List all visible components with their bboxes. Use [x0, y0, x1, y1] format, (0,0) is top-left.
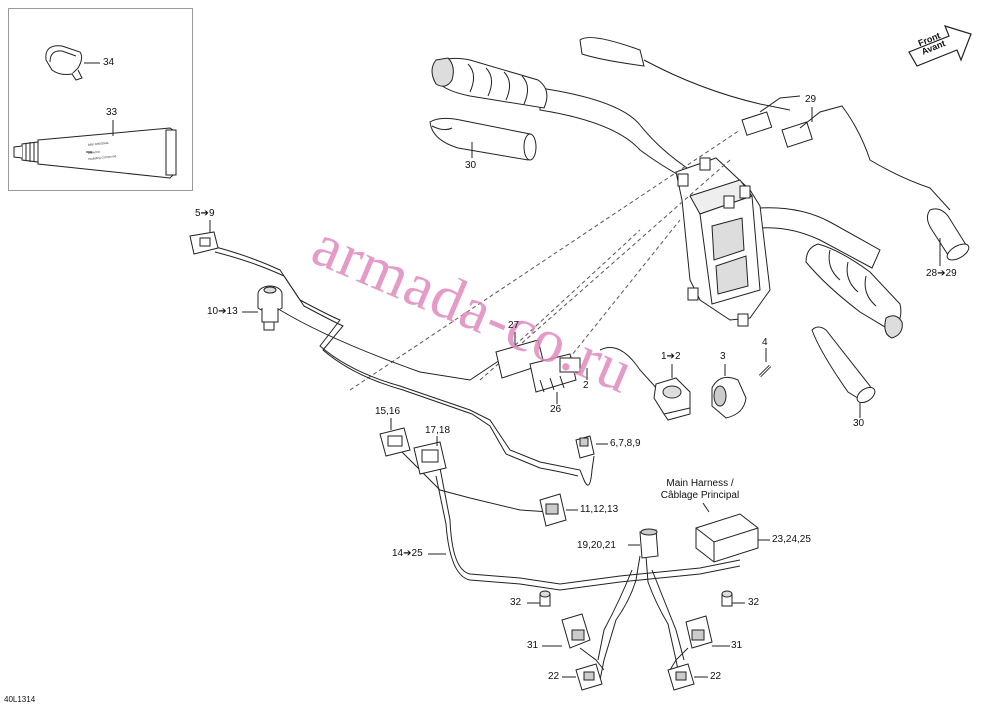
front-direction-arrow-icon — [908, 25, 972, 67]
part-26-27-connector-block[interactable] — [495, 339, 581, 393]
part-23-25-main-harness-module[interactable] — [695, 513, 759, 563]
main-harness-line1: Main Harness / — [666, 478, 734, 489]
part-34-strap[interactable] — [45, 45, 83, 81]
handlebar[interactable] — [431, 57, 903, 339]
callout-31-right[interactable]: 31 — [731, 640, 743, 651]
part-6-9-connector[interactable] — [575, 435, 595, 459]
part-15-16-connector[interactable] — [379, 427, 411, 457]
main-harness-line2: Câblage Principal — [660, 490, 740, 501]
part-30-grip-heater-right[interactable] — [811, 326, 878, 406]
part-28-29-grip-heater-right[interactable] — [926, 208, 971, 263]
callout-27[interactable]: 27 — [508, 320, 520, 331]
callout-15-16[interactable]: 15,16 — [375, 406, 401, 417]
main-harness-label: Main Harness / Câblage Principal — [640, 478, 760, 502]
callout-4[interactable]: 4 — [762, 337, 768, 348]
callout-19-21[interactable]: 19,20,21 — [577, 540, 616, 551]
part-4-pin[interactable] — [758, 364, 772, 378]
part-32-bulb-right[interactable] — [721, 590, 733, 607]
callout-5-9[interactable]: 5➔9 — [195, 208, 215, 219]
callout-28-29[interactable]: 28➔29 — [926, 268, 957, 279]
callout-29[interactable]: 29 — [805, 94, 817, 105]
part-29-connectors[interactable] — [741, 95, 951, 211]
callout-32-right[interactable]: 32 — [748, 597, 760, 608]
part-11-13-connector[interactable] — [539, 493, 567, 527]
callout-3[interactable]: 3 — [720, 351, 726, 362]
tube-text-line2: Insulating Compound — [88, 154, 117, 161]
callout-6-9[interactable]: 6,7,8,9 — [610, 438, 641, 449]
callout-22-left[interactable]: 22 — [548, 671, 560, 682]
figure-id: 40L1314 — [4, 695, 36, 704]
callout-26[interactable]: 26 — [550, 404, 562, 415]
part-30-grip-heater-left[interactable] — [429, 117, 537, 161]
callout-32-left[interactable]: 32 — [510, 597, 522, 608]
accessories-inset-box — [8, 8, 193, 191]
part-19-21-connector[interactable] — [639, 528, 659, 559]
callout-17-18[interactable]: 17,18 — [425, 425, 451, 436]
part-3-cap[interactable] — [711, 376, 747, 419]
callout-33[interactable]: 33 — [106, 107, 118, 118]
callout-11-13[interactable]: 11,12,13 — [580, 504, 619, 515]
callout-30-left[interactable]: 30 — [465, 160, 477, 171]
tube-text-line1: Dielectric — [88, 150, 101, 155]
part-31-socket-right[interactable] — [669, 615, 713, 671]
callout-1-2[interactable]: 1➔2 — [661, 351, 681, 362]
callout-10-13[interactable]: 10➔13 — [207, 306, 238, 317]
thumb-warmer-element[interactable] — [579, 37, 791, 111]
callout-23-25[interactable]: 23,24,25 — [772, 534, 811, 545]
handlebar-riser-clamp[interactable] — [675, 157, 771, 327]
part-22-terminal-right[interactable] — [667, 663, 695, 691]
part-10-13-switch[interactable] — [257, 285, 283, 331]
part-31-socket-left[interactable] — [561, 613, 605, 671]
callout-30-right[interactable]: 30 — [853, 418, 865, 429]
callout-31-left[interactable]: 31 — [527, 640, 539, 651]
alignment-dashes — [349, 129, 741, 391]
part-22-terminal-left[interactable] — [575, 663, 603, 691]
part-5-9-connector[interactable] — [189, 231, 219, 255]
leader-main-harness — [702, 502, 710, 513]
callout-34[interactable]: 34 — [103, 57, 115, 68]
part-32-bulb-left[interactable] — [539, 590, 551, 607]
tube-brand-text: BRP ORIGINAL — [88, 141, 110, 147]
callout-2[interactable]: 2 — [583, 380, 589, 391]
part-17-18-connector[interactable] — [413, 441, 447, 475]
callout-22-right[interactable]: 22 — [710, 671, 722, 682]
part-1-2-key-switch[interactable] — [653, 377, 691, 421]
part-33-dielectric-tube[interactable] — [13, 127, 177, 179]
callout-14-25[interactable]: 14➔25 — [392, 548, 423, 559]
